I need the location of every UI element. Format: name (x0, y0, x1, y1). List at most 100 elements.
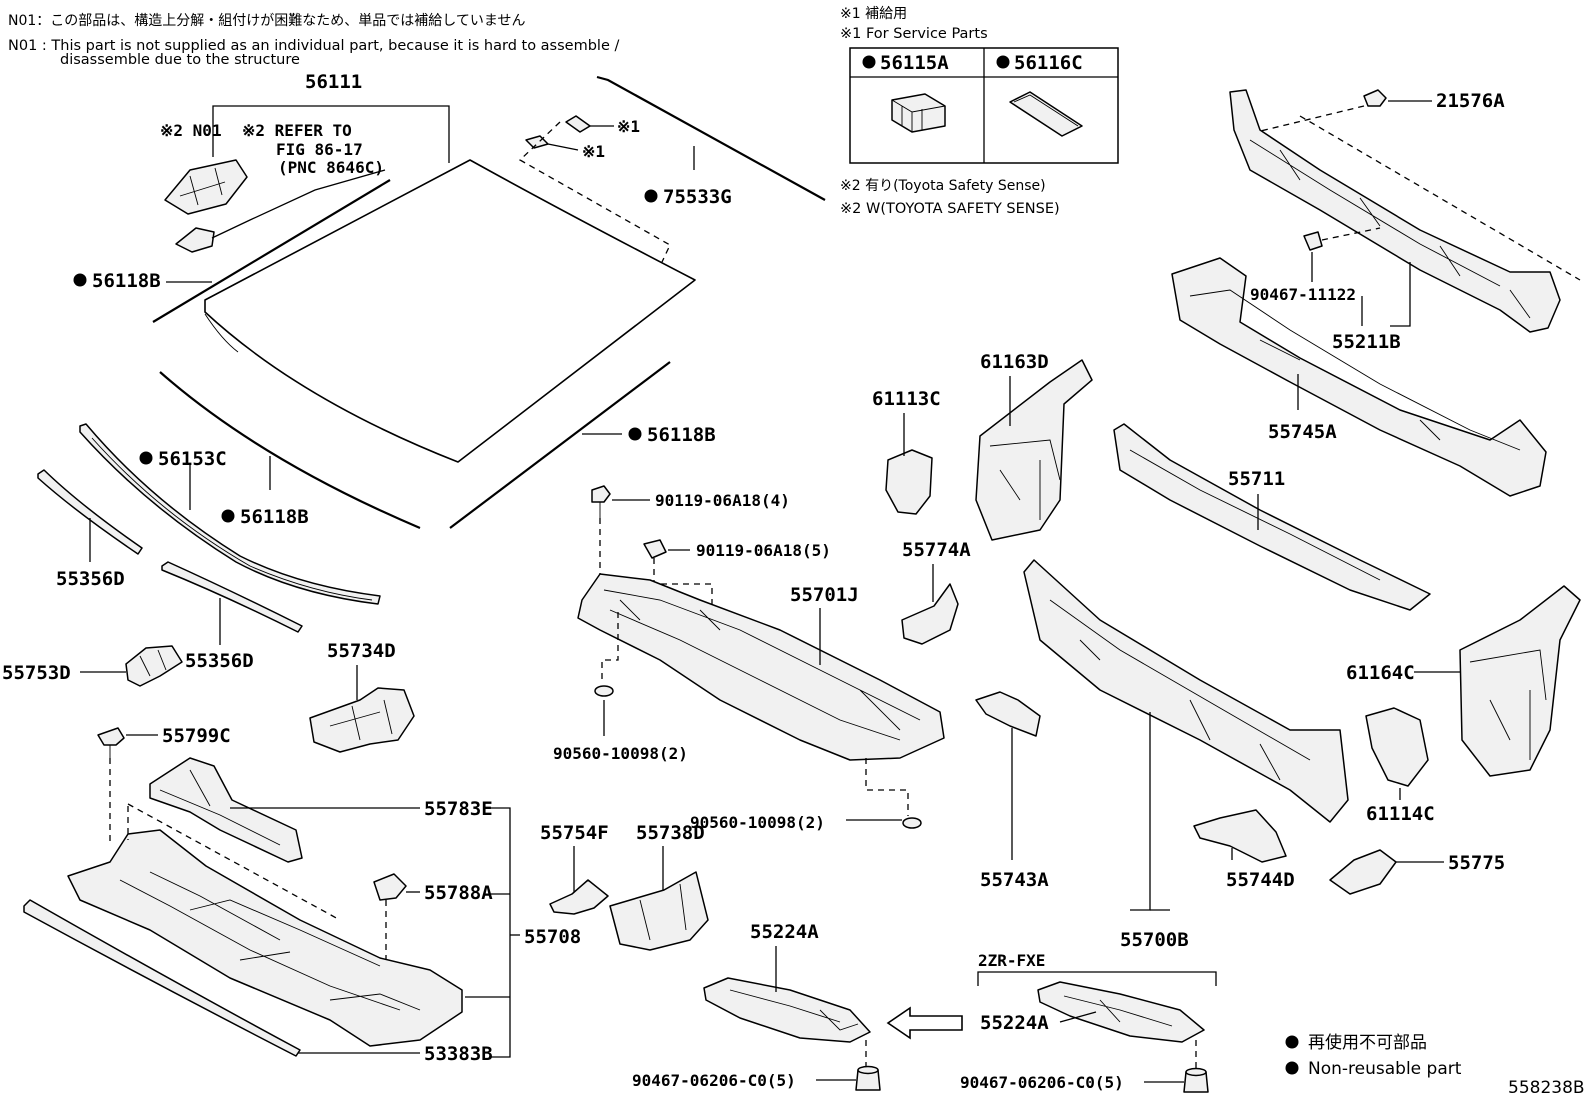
label-61164C: 61164C (1346, 662, 1415, 684)
note-n01-jp: N01：この部品は、構造上分解・組付けが困難なため、単品では補給していません (8, 13, 525, 29)
label-90119-b: 90119-06A18(5) (696, 541, 831, 560)
seal-55356D-right (161, 561, 303, 633)
cowl-louver-assy (67, 803, 463, 1047)
note-tss-jp: ※2 有り(Toyota Safety Sense) (840, 178, 1046, 194)
washer-90560-b (902, 817, 922, 829)
bullet-icon (73, 273, 87, 287)
label-90560-b: 90560-10098(2) (690, 813, 825, 832)
label-56118B-right: 56118B (647, 424, 716, 446)
moulding-56118B-upper (152, 179, 391, 323)
moulding-75533G (596, 75, 826, 201)
label-90560-a: 90560-10098(2) (553, 744, 688, 763)
clip-21576A (1363, 89, 1387, 107)
label-55708: 55708 (524, 926, 581, 948)
bracket-55774A (901, 583, 959, 645)
bracket-55753D (125, 645, 183, 687)
label-61114C: 61114C (1366, 803, 1435, 825)
label-55754F: 55754F (540, 822, 609, 844)
pillar-61163D (975, 359, 1093, 541)
cover-55224A-right (1037, 981, 1205, 1043)
washer-90560-a (594, 685, 614, 697)
cap-55788A (373, 873, 407, 901)
label-55774A: 55774A (902, 539, 971, 561)
label-refer-line2: FIG 86-17 (276, 140, 363, 159)
label-55745A: 55745A (1268, 421, 1337, 443)
moulding-56118B-right (449, 361, 671, 529)
label-55738D: 55738D (636, 822, 705, 844)
label-55799C: 55799C (162, 725, 231, 747)
bracket-61114C (1365, 707, 1429, 787)
label-53383B: 53383B (424, 1043, 493, 1065)
cover-55224A-left (703, 977, 871, 1043)
clip-90467-11122 (1303, 231, 1323, 251)
bracket-55744D (1193, 809, 1287, 863)
bracket-55775 (1329, 849, 1397, 895)
label-56116C: 56116C (1014, 52, 1083, 74)
label-55356D-left: 55356D (56, 568, 125, 590)
label-refer-line3: (PNC 8646C) (278, 158, 384, 177)
brace-55738D (609, 871, 709, 951)
note-service-en: ※1 For Service Parts (840, 26, 988, 42)
bracket-55754F (549, 879, 609, 915)
note-service-jp: ※1 補給用 (840, 6, 907, 22)
spacer-block-56115A (891, 93, 946, 133)
label-90467-b: 90467-06206-C0(5) (960, 1073, 1124, 1092)
label-90119-a: 90119-06A18(4) (655, 491, 790, 510)
clip-55799C (97, 727, 125, 758)
label-90467-a: 90467-06206-C0(5) (632, 1071, 796, 1090)
legend-en: Non-reusable part (1308, 1059, 1462, 1079)
label-56118B-upper: 56118B (92, 270, 161, 292)
bullet-icon (996, 55, 1010, 69)
label-55744D: 55744D (1226, 869, 1295, 891)
bullet-icon (628, 427, 642, 441)
cowl-top-panel-55701J (577, 573, 945, 761)
bullet-icon (1285, 1035, 1299, 1049)
note-tss-en: ※2 W(TOYOTA SAFETY SENSE) (840, 201, 1060, 217)
label-55224A-right: 55224A (980, 1012, 1049, 1034)
label-55211B: 55211B (1332, 331, 1401, 353)
label-55701J: 55701J (790, 584, 859, 606)
mirror-mount (175, 169, 386, 253)
bullet-icon (862, 55, 876, 69)
seal-55356D-left (37, 469, 143, 555)
label-61113C: 61113C (872, 388, 941, 410)
panel-55711 (1113, 423, 1431, 611)
moulding-56118B-lower (159, 371, 421, 530)
label-75533G: 75533G (663, 186, 732, 208)
label-61163D: 61163D (980, 351, 1049, 373)
label-55753D: 55753D (2, 662, 71, 684)
note-n01-en-line1: N01 : This part is not supplied as an in… (8, 38, 619, 54)
label-55224A-left: 55224A (750, 921, 819, 943)
label-56153C: 56153C (158, 448, 227, 470)
dam-56153C (79, 423, 381, 605)
label-55783E: 55783E (424, 798, 493, 820)
label-mark1a: ※1 (617, 117, 640, 136)
louver-55783E (149, 757, 303, 863)
label-engine-variant: 2ZR-FXE (978, 951, 1045, 970)
legend-jp: 再使用不可部品 (1308, 1032, 1427, 1053)
diagram-id: 558238B (1508, 1078, 1585, 1098)
label-mark1b: ※1 (582, 142, 605, 161)
bracket-55743A (975, 691, 1041, 737)
note-n01-en-line2: disassemble due to the structure (60, 52, 300, 68)
label-56115A: 56115A (880, 52, 949, 74)
label-55711: 55711 (1228, 468, 1285, 490)
label-refer-line1: ※2 REFER TO (242, 121, 352, 140)
clip-90467-a (855, 1065, 881, 1091)
service-strip-icon (525, 135, 549, 149)
bolt-90119-b (643, 539, 667, 559)
insulator-55734D (309, 687, 415, 753)
bolt-90119-a (591, 485, 611, 518)
label-21576A: 21576A (1436, 90, 1505, 112)
bullet-icon (644, 189, 658, 203)
upper-member-55745A (1171, 257, 1547, 497)
bullet-icon (139, 451, 153, 465)
windshield-glass (204, 159, 696, 463)
label-56118B-lower: 56118B (240, 506, 309, 528)
hollow-arrow-left-icon (886, 1006, 963, 1040)
label-90467-11122: 90467-11122 (1250, 285, 1356, 304)
strip-56116C (1009, 91, 1083, 137)
label-55734D: 55734D (327, 640, 396, 662)
service-spacer-icon (565, 115, 591, 133)
